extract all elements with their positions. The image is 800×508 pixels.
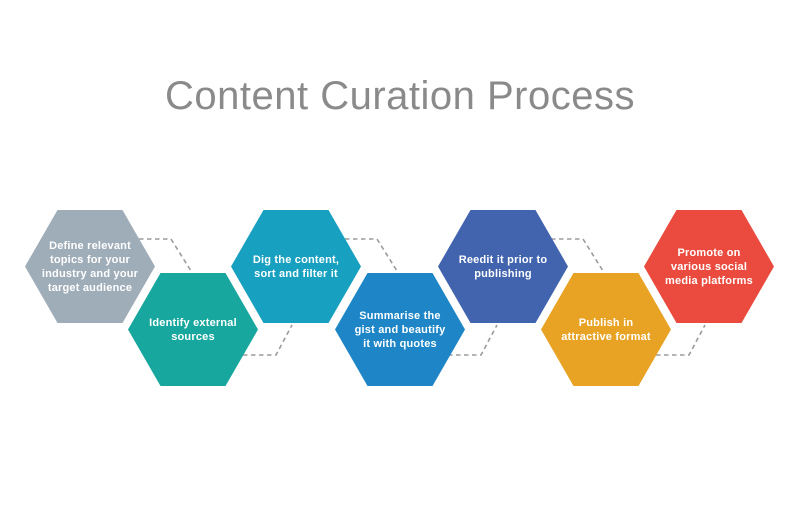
dashed-connector-step2-step3 bbox=[243, 324, 293, 356]
hexagon-publish-format-label: Publish in attractive format bbox=[561, 316, 651, 343]
dashed-connector-step6-step7 bbox=[656, 324, 706, 356]
page-title: Content Curation Process bbox=[164, 74, 635, 118]
dashed-connector-step1-step2 bbox=[139, 238, 192, 272]
hexagon-promote-social-label: Promote on various social media platform… bbox=[665, 246, 753, 287]
hexagon-define-topics: Define relevant topics for your industry… bbox=[25, 210, 155, 323]
hexagon-identify-sources: Identify external sources bbox=[128, 273, 258, 386]
hexagon-publish-format: Publish in attractive format bbox=[541, 273, 671, 386]
hexagon-reedit-publishing-label: Reedit it prior to publishing bbox=[458, 253, 548, 280]
hexagon-identify-sources-label: Identify external sources bbox=[149, 316, 237, 343]
dashed-connector-step3-step4 bbox=[345, 238, 398, 272]
hexagon-summarise-gist-label: Summarise the gist and beautify it with … bbox=[354, 309, 446, 350]
dashed-connector-step5-step6 bbox=[551, 238, 604, 272]
dashed-connector-step4-step5 bbox=[448, 324, 498, 356]
hexagon-define-topics-label: Define relevant topics for your industry… bbox=[41, 239, 139, 294]
hexagon-dig-content-label: Dig the content, sort and filter it bbox=[252, 253, 340, 280]
hexagon-promote-social: Promote on various social media platform… bbox=[644, 210, 774, 323]
